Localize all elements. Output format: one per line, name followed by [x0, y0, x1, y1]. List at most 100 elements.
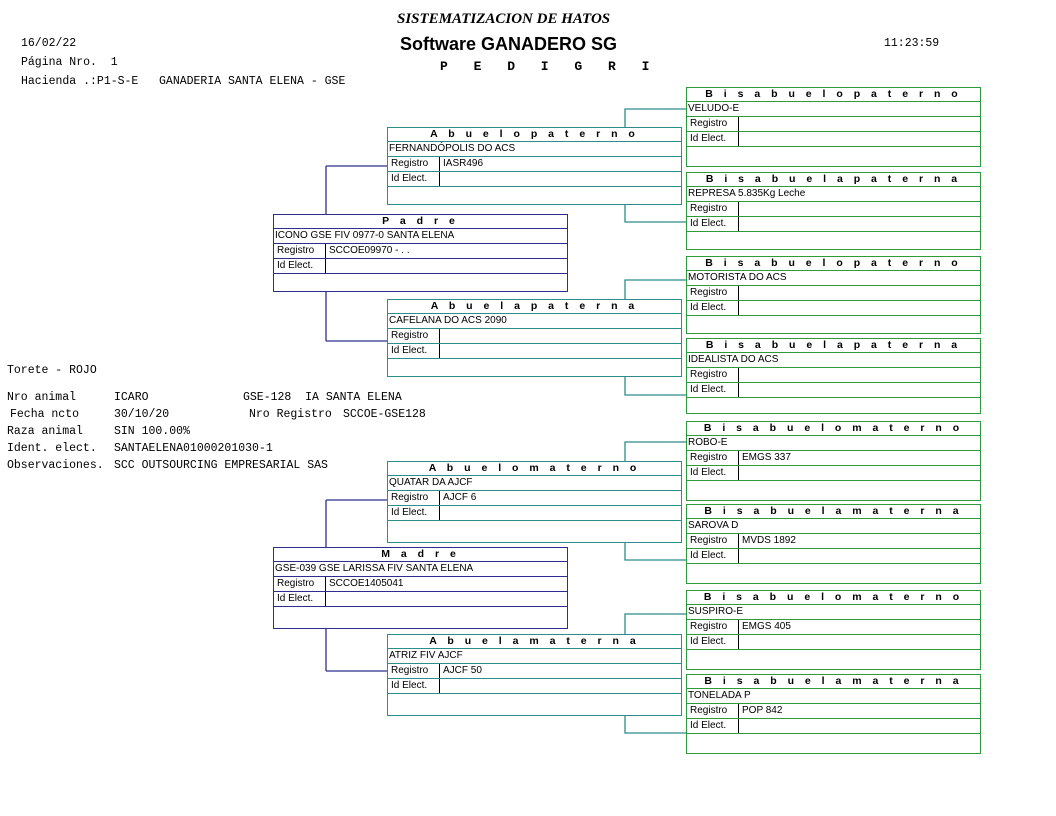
abuelo-materno-box: A b u e l o m a t e r n o QUATAR DA AJCF… — [387, 461, 682, 543]
bisabuelo-title: B i s a b u e l o p a t e r n o — [687, 88, 980, 102]
padre-registro: SCCOE09970 - . . — [325, 244, 410, 258]
bisabuelo-materno-1-box: B i s a b u e l o m a t e r n o ROBO-E R… — [686, 421, 981, 501]
bisabuela-name: SAROVA D — [687, 519, 980, 534]
fecha-ncto-label: Fecha ncto — [10, 408, 80, 421]
madre-title: M a d r e — [274, 548, 567, 562]
id-elect-label: Id Elect. — [690, 384, 727, 395]
registro-label: Registro — [277, 245, 315, 256]
abuelo-paterno-title: A b u e l o p a t e r n o — [388, 128, 681, 142]
bisabuelo-materno-2-box: B i s a b u e l o m a t e r n o SUSPIRO-… — [686, 590, 981, 670]
id-elect-label: Id Elect. — [391, 680, 428, 691]
abuela-materna-id-elect — [439, 679, 443, 693]
bisabuelo-name: MOTORISTA DO ACS — [687, 271, 980, 286]
registro-label: Registro — [690, 452, 728, 463]
bisabuela-registro: POP 842 — [738, 704, 782, 718]
registro-label: Registro — [690, 705, 728, 716]
registro-label: Registro — [690, 535, 728, 546]
abuelo-materno-title: A b u e l o m a t e r n o — [388, 462, 681, 476]
madre-name: GSE-039 GSE LARISSA FIV SANTA ELENA — [274, 562, 567, 577]
bisabuela-title: B i s a b u e l a m a t e r n a — [687, 505, 980, 519]
report-date: 16/02/22 — [21, 37, 77, 50]
bisabuela-title: B i s a b u e l a p a t e r n a — [687, 173, 980, 187]
id-elect-label: Id Elect. — [690, 636, 727, 647]
abuelo-materno-name: QUATAR DA AJCF — [388, 476, 681, 491]
nro-animal-label: Nro animal — [7, 391, 77, 404]
bisabuela-name: TONELADA P — [687, 689, 980, 704]
abuelo-paterno-id-elect — [439, 172, 443, 186]
bisabuela-title: B i s a b u e l a m a t e r n a — [687, 675, 980, 689]
software-title: Software GANADERO SG — [400, 34, 618, 54]
bisabuelo-id-elect — [738, 466, 742, 480]
madre-registro: SCCOE1405041 — [325, 577, 404, 591]
bisabuela-id-elect — [738, 383, 742, 397]
registro-label: Registro — [690, 369, 728, 380]
ident-elect-label: Ident. elect. — [7, 442, 97, 455]
bisabuelo-name: ROBO-E — [687, 436, 980, 451]
registro-label: Registro — [690, 203, 728, 214]
padre-name: ICONO GSE FIV 0977-0 SANTA ELENA — [274, 229, 567, 244]
registro-label: Registro — [391, 665, 429, 676]
bisabuelo-name: VELUDO-E — [687, 102, 980, 117]
raza-label: Raza animal — [7, 425, 83, 438]
abuela-paterna-title: A b u e l a p a t e r n a — [388, 300, 681, 314]
bisabuelo-registro — [738, 117, 742, 131]
id-elect-label: Id Elect. — [277, 593, 314, 604]
animal-code: GSE-128 IA SANTA ELENA — [243, 391, 402, 404]
bisabuela-id-elect — [738, 549, 742, 563]
bisabuelo-registro — [738, 286, 742, 300]
bisabuela-name: REPRESA 5.835Kg Leche — [687, 187, 980, 202]
id-elect-label: Id Elect. — [391, 345, 428, 356]
ident-elect-value: SANTAELENA01000201030-1 — [114, 442, 273, 455]
abuelo-materno-registro: AJCF 6 — [439, 491, 476, 505]
id-elect-label: Id Elect. — [391, 173, 428, 184]
abuela-materna-name: ATRIZ FIV AJCF — [388, 649, 681, 664]
bisabuelo-name: SUSPIRO-E — [687, 605, 980, 620]
nro-registro-value: SCCOE-GSE128 — [343, 408, 426, 421]
id-elect-label: Id Elect. — [690, 218, 727, 229]
bisabuelo-id-elect — [738, 132, 742, 146]
bisabuelo-registro: EMGS 405 — [738, 620, 791, 634]
abuela-paterna-registro — [439, 329, 443, 343]
padre-id-elect — [325, 259, 329, 273]
registro-label: Registro — [391, 330, 429, 341]
observaciones-value: SCC OUTSOURCING EMPRESARIAL SAS — [114, 459, 328, 472]
abuela-materna-registro: AJCF 50 — [439, 664, 482, 678]
bisabuela-id-elect — [738, 719, 742, 733]
bisabuelo-title: B i s a b u e l o p a t e r n o — [687, 257, 980, 271]
bisabuelo-title: B i s a b u e l o m a t e r n o — [687, 591, 980, 605]
bisabuela-paterna-2-box: B i s a b u e l a p a t e r n a IDEALIST… — [686, 338, 981, 414]
id-elect-label: Id Elect. — [277, 260, 314, 271]
bisabuelo-title: B i s a b u e l o m a t e r n o — [687, 422, 980, 436]
abuela-paterna-id-elect — [439, 344, 443, 358]
abuelo-paterno-name: FERNANDÓPOLIS DO ACS — [388, 142, 681, 157]
id-elect-label: Id Elect. — [690, 720, 727, 731]
page-number: Página Nro. 1 — [21, 56, 118, 69]
system-title: SISTEMATIZACION DE HATOS — [397, 11, 611, 27]
bisabuela-materna-2-box: B i s a b u e l a m a t e r n a TONELADA… — [686, 674, 981, 754]
registro-label: Registro — [690, 287, 728, 298]
bisabuelo-paterno-1-box: B i s a b u e l o p a t e r n o VELUDO-E… — [686, 87, 981, 167]
registro-label: Registro — [277, 578, 315, 589]
fecha-ncto-value: 30/10/20 — [114, 408, 170, 421]
bisabuelo-id-elect — [738, 301, 742, 315]
id-elect-label: Id Elect. — [391, 507, 428, 518]
abuelo-materno-id-elect — [439, 506, 443, 520]
raza-value: SIN 100.00% — [114, 425, 190, 438]
bisabuela-registro: MVDS 1892 — [738, 534, 796, 548]
id-elect-label: Id Elect. — [690, 133, 727, 144]
report-time: 11:23:59 — [884, 37, 940, 50]
id-elect-label: Id Elect. — [690, 467, 727, 478]
bisabuela-materna-1-box: B i s a b u e l a m a t e r n a SAROVA D… — [686, 504, 981, 584]
madre-id-elect — [325, 592, 329, 606]
bisabuela-id-elect — [738, 217, 742, 231]
registro-label: Registro — [391, 158, 429, 169]
bisabuela-registro — [738, 202, 742, 216]
farm-line: Hacienda .:P1-S-E GANADERIA SANTA ELENA … — [21, 75, 346, 88]
registro-label: Registro — [690, 118, 728, 129]
observaciones-label: Observaciones. — [7, 459, 104, 472]
nro-registro-label: Nro Registro — [249, 408, 332, 421]
bisabuelo-paterno-2-box: B i s a b u e l o p a t e r n o MOTORIST… — [686, 256, 981, 334]
id-elect-label: Id Elect. — [690, 302, 727, 313]
abuelo-paterno-registro: IASR496 — [439, 157, 483, 171]
